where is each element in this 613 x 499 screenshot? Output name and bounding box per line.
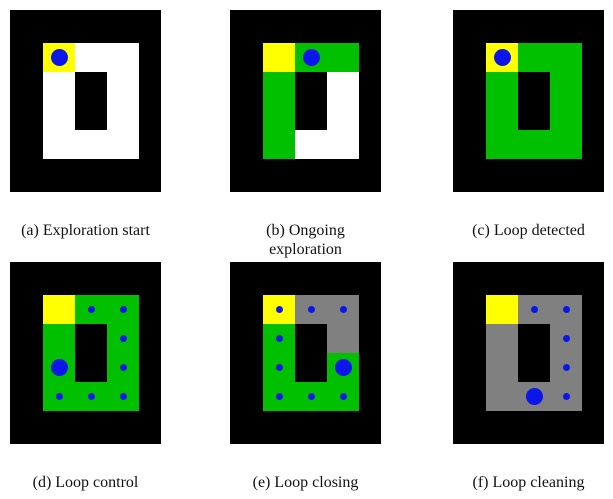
grid-cell (43, 295, 75, 324)
robot-position-dot (302, 49, 320, 66)
grid-cell (486, 382, 518, 411)
caption-b-line-2: exploration (269, 241, 342, 258)
grid-cell (263, 43, 295, 72)
grid-cell (295, 130, 327, 159)
caption-c: (c) Loop detected (472, 222, 585, 239)
caption-b: (b) Ongoing (266, 222, 345, 239)
grid-cell (327, 324, 359, 353)
loop-node-dot (562, 393, 570, 400)
grid-cell (43, 72, 75, 101)
caption-a: (a) Exploration start (21, 222, 150, 239)
grid-cell (327, 101, 359, 130)
grid-cell (486, 353, 518, 382)
robot-position-dot (50, 49, 68, 66)
grid-map-f (453, 262, 604, 444)
grid-cell (107, 72, 139, 101)
loop-node-dot (87, 306, 95, 313)
loop-node-dot (562, 335, 570, 342)
loop-node-dot (530, 306, 538, 313)
loop-node-dot (307, 393, 315, 400)
loop-node-dot (275, 306, 283, 313)
grid-map-c (453, 10, 604, 192)
loop-node-dot (119, 306, 127, 313)
grid-map-a (10, 10, 161, 192)
grid-cell (327, 72, 359, 101)
grid-cell (550, 72, 582, 101)
grid-cell (518, 43, 550, 72)
loop-node-dot (562, 364, 570, 371)
grid-cell (43, 130, 75, 159)
loop-node-dot (339, 393, 347, 400)
loop-node-dot (119, 335, 127, 342)
grid-cell (75, 130, 107, 159)
grid-cell (486, 324, 518, 353)
loop-node-dot (339, 306, 347, 313)
grid-map-e (230, 262, 381, 444)
grid-cell (518, 130, 550, 159)
grid-cell (327, 130, 359, 159)
caption-d: (d) Loop control (32, 474, 139, 491)
grid-cell (486, 72, 518, 101)
grid-cell (75, 43, 107, 72)
robot-position-dot (493, 49, 511, 66)
robot-position-dot (50, 359, 68, 376)
grid-cell (263, 101, 295, 130)
loop-node-dot (275, 393, 283, 400)
grid-cell (107, 43, 139, 72)
grid-map-d (10, 262, 161, 444)
loop-node-dot (55, 393, 63, 400)
grid-cell (107, 101, 139, 130)
grid-cell (263, 130, 295, 159)
loop-node-dot (119, 393, 127, 400)
grid-cell (550, 101, 582, 130)
grid-cell (43, 324, 75, 353)
loop-node-dot (562, 306, 570, 313)
loop-node-dot (119, 364, 127, 371)
grid-cell (550, 130, 582, 159)
loop-node-dot (307, 306, 315, 313)
grid-cell (43, 101, 75, 130)
grid-cell (107, 130, 139, 159)
grid-cell (550, 43, 582, 72)
caption-e: (e) Loop closing (252, 474, 359, 491)
grid-cell (486, 295, 518, 324)
grid-cell (486, 101, 518, 130)
robot-position-dot (334, 359, 352, 376)
caption-f: (f) Loop cleaning (472, 474, 585, 491)
grid-cell (263, 72, 295, 101)
grid-cell (327, 43, 359, 72)
grid-map-b (230, 10, 381, 192)
loop-node-dot (275, 335, 283, 342)
robot-position-dot (525, 388, 543, 405)
loop-node-dot (87, 393, 95, 400)
grid-cell (486, 130, 518, 159)
loop-node-dot (275, 364, 283, 371)
